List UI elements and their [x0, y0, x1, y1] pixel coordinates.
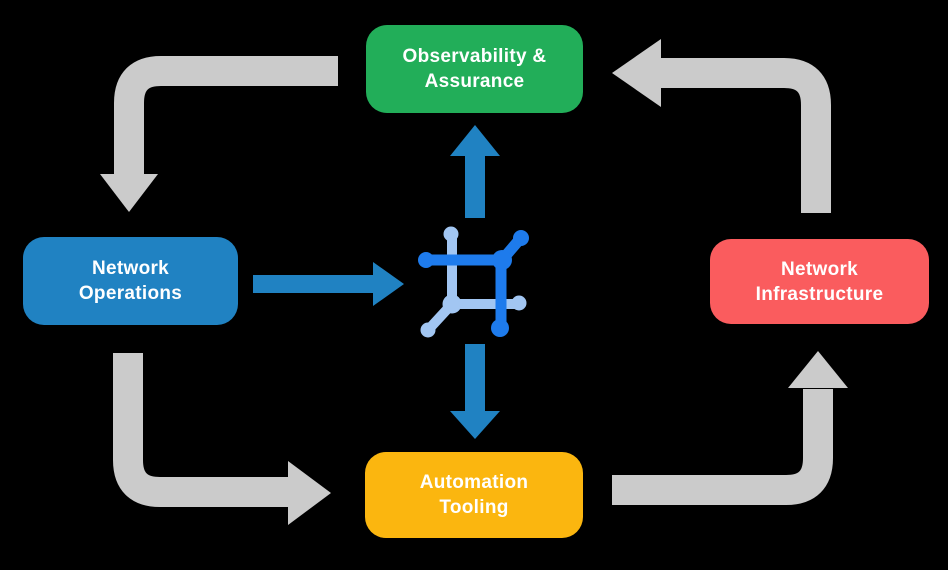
arrow-operations-to-center: [253, 262, 404, 306]
arrow-operations-to-tooling: [113, 353, 331, 525]
node-automation-tooling: Automation Tooling: [365, 452, 583, 538]
node-label-line: Automation: [419, 472, 529, 493]
network-mesh-icon-dark: [418, 230, 529, 337]
node-network-infrastructure: Network Infrastructure: [710, 239, 929, 324]
node-label-line: Network: [780, 258, 859, 280]
arrow-center-to-tooling: [450, 344, 500, 439]
arrow-infrastructure-to-observability: [612, 39, 831, 213]
node-label-line: Operations: [78, 283, 183, 304]
node-observability-assurance: Observability & Assurance: [366, 25, 583, 113]
node-label-line: Observability &: [402, 46, 547, 67]
node-network-operations: Network Operations: [23, 237, 238, 325]
arrow-tooling-to-infrastructure: [612, 351, 848, 505]
node-label-line: Tooling: [439, 497, 509, 518]
node-label-line: Infrastructure: [755, 283, 884, 305]
node-label-line: Network: [91, 258, 170, 279]
network-mesh-icon: [418, 226, 529, 338]
arrow-center-to-observability: [450, 125, 500, 218]
arrow-observability-to-operations: [100, 56, 338, 212]
node-label-line: Assurance: [424, 71, 525, 92]
